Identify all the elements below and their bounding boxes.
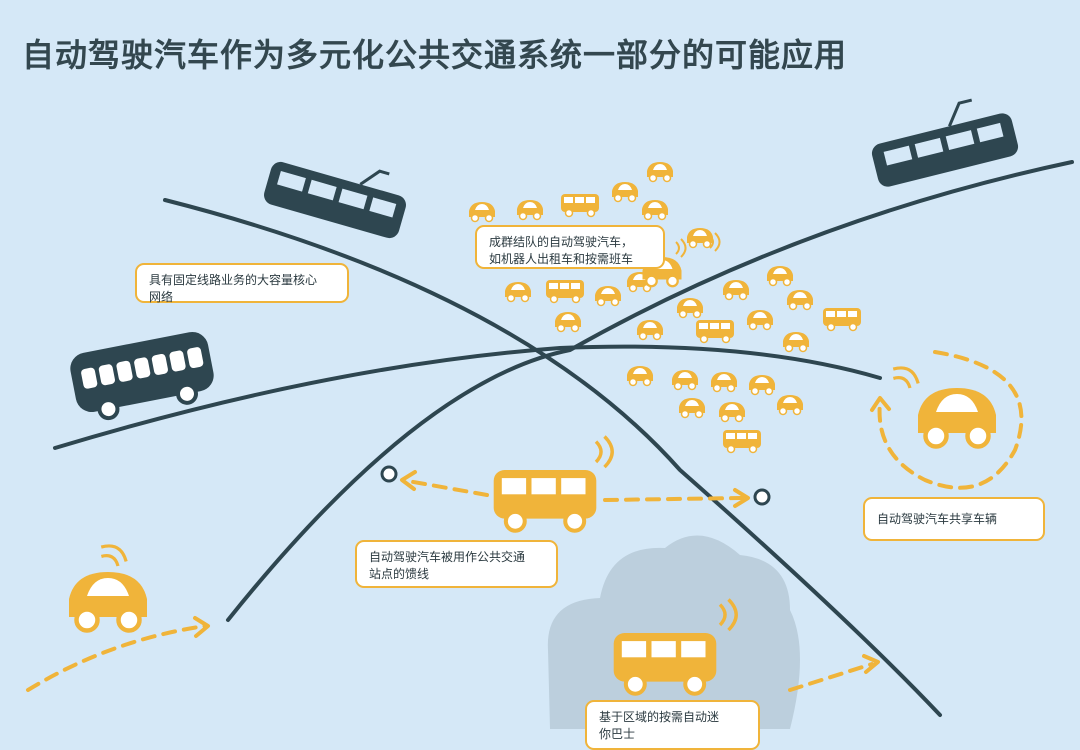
- tram-icon: [871, 98, 1019, 187]
- label-line: 成群结队的自动驾驶汽车，: [489, 235, 634, 249]
- label-line: 站点的馈线: [369, 567, 430, 581]
- arrow-icon: [26, 350, 1024, 692]
- label-line: 如机器人出租车和按需班车: [489, 252, 634, 266]
- label-line: 基于区域的按需自动迷: [599, 710, 720, 724]
- car-icon: [69, 572, 147, 631]
- page-title: 自动驾驶汽车作为多元化公共交通系统一部分的可能应用: [22, 36, 848, 74]
- tram-icon: [264, 161, 406, 239]
- arrowheads: [193, 396, 891, 674]
- label-trunk-network: 具有固定线路业务的大容量核心 网络: [135, 263, 349, 304]
- label-line: 自动驾驶汽车共享车辆: [877, 512, 998, 526]
- minibus-icon: [494, 470, 597, 531]
- bus-icon: [70, 331, 214, 421]
- robotaxi-icon: [468, 161, 862, 454]
- wireless-signal-icon: [594, 434, 614, 469]
- cloud-icon: [547, 535, 800, 729]
- wireless-signal-icon: [95, 539, 132, 571]
- route-lines: [53, 160, 1074, 717]
- transit-stop: [380, 465, 398, 483]
- label-line: 具有固定线路业务的大容量核心: [149, 273, 318, 287]
- label-fleets: 成群结队的自动驾驶汽车， 如机器人出租车和按需班车: [475, 225, 665, 269]
- label-line: 网络: [149, 290, 174, 304]
- label-car-sharing: 自动驾驶汽车共享车辆: [863, 497, 1045, 541]
- wireless-signal-icon: [887, 361, 924, 392]
- transit-stop: [753, 488, 771, 506]
- label-on-demand-area: 基于区域的按需自动迷 你巴士: [585, 700, 760, 750]
- car-icon: [918, 388, 996, 447]
- transport-diagram: [26, 98, 1074, 729]
- label-feeder: 自动驾驶汽车被用作公共交通 站点的馈线: [355, 540, 558, 588]
- label-line: 自动驾驶汽车被用作公共交通: [369, 550, 526, 564]
